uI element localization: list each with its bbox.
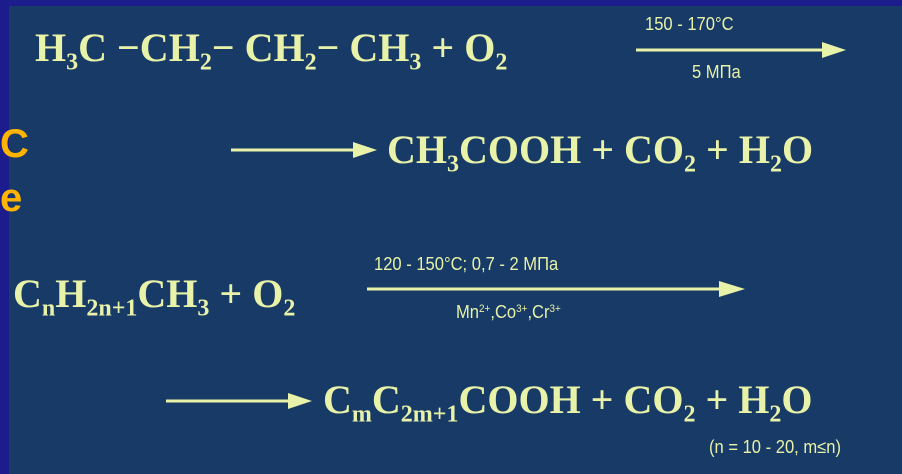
formula-text: + H: [695, 377, 770, 422]
formula-text: O: [781, 377, 813, 422]
formula-text: H: [35, 25, 67, 70]
formula-subscript: 2n+1: [86, 295, 138, 322]
formula-superscript: 3+: [516, 303, 528, 316]
formula-text: + O: [209, 271, 284, 316]
formula-subscript: m: [351, 401, 372, 428]
reaction-1-arrow-icon: [636, 42, 846, 58]
formula-text: C: [371, 377, 401, 422]
reaction-2-catalysts: Mn2+,Co3+,Cr3+: [456, 302, 561, 323]
reaction-1-condition-top: 150 - 170°C: [645, 14, 734, 34]
formula-subscript: 2: [769, 151, 782, 178]
formula-text: C: [78, 25, 108, 70]
formula-text: ,Cr: [527, 302, 550, 322]
formula-subscript: 2: [495, 49, 508, 76]
formula-subscript: n: [41, 295, 56, 322]
formula-subscript: 2m+1: [400, 401, 459, 428]
formula-subscript: 2: [199, 49, 212, 76]
formula-text: + H: [696, 127, 770, 172]
reaction-2-condition-top: 120 - 150°C; 0,7 - 2 МПа: [374, 254, 559, 274]
formula-text: COOH + CO: [458, 377, 684, 422]
formula-subscript: 2: [683, 401, 696, 428]
formula-text: O: [781, 127, 814, 172]
formula-subscript: 2: [304, 49, 317, 76]
formula-text: COOH + CO: [459, 127, 685, 172]
formula-superscript: 3+: [549, 303, 561, 316]
formula-subscript: 2: [769, 401, 782, 428]
reaction-2-products-arrow-icon: [166, 393, 312, 409]
formula-text: H: [55, 271, 87, 316]
formula-superscript: 2+: [479, 303, 491, 316]
formula-subscript: 3: [409, 49, 422, 76]
reaction-2-reactants: CnH2n+1CH3 + O2: [13, 271, 295, 321]
formula-subscript: 3: [447, 151, 459, 178]
formula-text: ,Co: [490, 302, 517, 322]
formula-subscript: 2: [283, 295, 296, 322]
formula-text: Mn: [456, 302, 480, 322]
formula-subscript: 3: [66, 49, 79, 76]
formula-text: − CH: [316, 25, 410, 70]
formula-text: C: [13, 271, 42, 316]
formula-text: CH: [387, 127, 447, 172]
formula-text: − CH: [211, 25, 305, 70]
side-text-line-2: е: [0, 176, 23, 220]
reaction-2-arrow-icon: [367, 281, 745, 297]
reaction-2-products: CmC2m+1COOH + CO2 + H2O: [323, 377, 813, 427]
reaction-2-note: (n = 10 - 20, m≤n): [709, 437, 841, 457]
formula-subscript: 2: [684, 151, 697, 178]
reaction-1-products-arrow-icon: [231, 142, 377, 158]
formula-text: + O: [421, 25, 496, 70]
reaction-1-reactants: H3C −CH2− CH2− CH3 + O2: [35, 25, 507, 75]
formula-text: −CH: [107, 25, 200, 70]
side-text-line-1: С: [0, 122, 29, 166]
reaction-1-condition-bottom: 5 МПа: [692, 62, 741, 82]
formula-text: CH: [137, 271, 198, 316]
formula-text: C: [323, 377, 352, 422]
formula-subscript: 3: [197, 295, 210, 322]
equation-panel: С е H3C −CH2− CH2− CH3 + O2 150 - 170°C …: [0, 6, 902, 474]
reaction-1-products: CH3COOH + CO2 + H2O: [387, 127, 814, 177]
